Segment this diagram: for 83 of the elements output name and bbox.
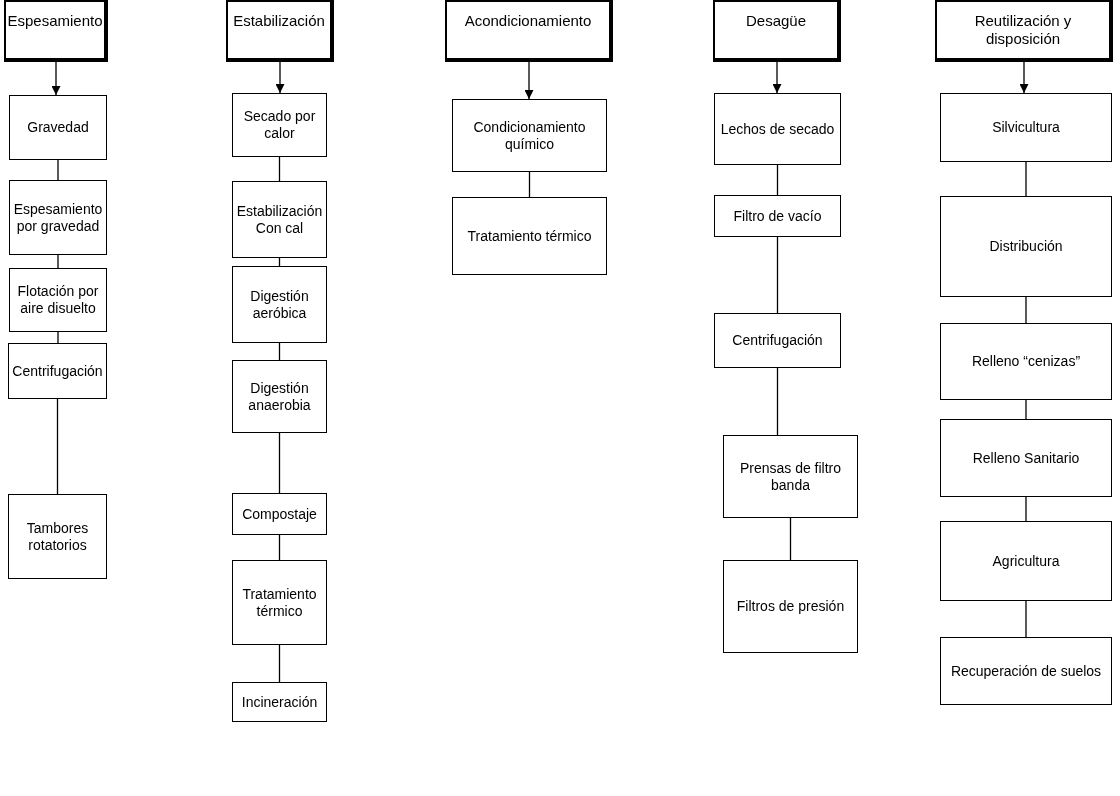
connector-line (57, 159, 59, 181)
connector-line (776, 367, 779, 436)
process-box (232, 93, 327, 157)
process-box (232, 360, 327, 433)
connector-line (56, 398, 59, 495)
stage-header-box (713, 0, 841, 62)
process-box (940, 521, 1112, 601)
connector-line (776, 236, 779, 314)
connector-line (278, 432, 281, 494)
box-label: Estabilización Con cal (235, 202, 324, 237)
box-label: Tratamiento térmico (467, 227, 592, 245)
box-label: Centrifugación (732, 332, 823, 349)
process-box (232, 181, 327, 258)
box-label: Filtro de vacío (733, 207, 822, 225)
box-label: Digestión aeróbica (249, 287, 310, 322)
connector-line (528, 171, 531, 198)
stage-header-box (445, 0, 613, 62)
box-label: Tratamiento térmico (241, 585, 318, 620)
box-label: Reutilización y disposición (973, 12, 1073, 48)
process-box (723, 560, 858, 653)
box-label: Filtros de presión (736, 598, 845, 615)
process-box (232, 682, 327, 722)
box-label: Secado por calor (242, 108, 317, 142)
arrow (772, 61, 782, 94)
box-label: Flotación por aire disuelto (16, 283, 100, 317)
process-box (940, 93, 1112, 162)
box-label: Incineración (241, 693, 318, 711)
box-label: Lechos de secado (720, 120, 835, 138)
process-box (9, 268, 107, 332)
connector-line (57, 331, 59, 344)
box-label: Desagüe (745, 12, 806, 30)
box-label: Tambores rotatorios (25, 519, 90, 554)
box-label: Digestión anaerobia (247, 379, 312, 414)
process-box (8, 494, 107, 579)
box-label: Prensas de filtro banda (738, 459, 843, 494)
process-box (940, 637, 1112, 705)
stage-header-box (226, 0, 334, 62)
process-box (714, 93, 841, 165)
box-label: Relleno Sanitario (972, 449, 1080, 467)
connector-line (1025, 399, 1027, 420)
stage-header-box (4, 0, 108, 62)
connector-line (1025, 161, 1027, 197)
connector-line (1025, 600, 1027, 638)
process-box (232, 560, 327, 645)
process-box (8, 343, 107, 399)
process-box (940, 323, 1112, 400)
connector-line (1025, 496, 1027, 522)
connector-line (278, 156, 281, 182)
box-label: Distribución (989, 238, 1063, 255)
arrow (275, 61, 285, 94)
box-label: Acondicionamiento (464, 12, 592, 30)
process-box (232, 266, 327, 343)
connector-line (1025, 296, 1027, 324)
connector-line (776, 164, 779, 196)
box-label: Agricultura (992, 552, 1060, 570)
process-box (714, 313, 841, 368)
process-box (9, 95, 107, 160)
process-box (723, 435, 858, 518)
process-box (232, 493, 327, 535)
box-label: Silvicultura (992, 119, 1060, 136)
box-label: Recuperación de suelos (950, 662, 1102, 680)
arrow (51, 61, 61, 96)
process-box (452, 99, 607, 172)
connector-line (57, 254, 59, 269)
box-label: Espesamiento por gravedad (12, 200, 104, 235)
box-label: Relleno “cenizas” (971, 353, 1081, 370)
box-label: Espesamiento (7, 12, 103, 30)
process-box (714, 195, 841, 237)
box-label: Compostaje (242, 505, 317, 523)
process-box (940, 419, 1112, 497)
process-box (9, 180, 107, 255)
box-label: Condicionamiento químico (472, 118, 587, 153)
process-box (452, 197, 607, 275)
arrow (1019, 61, 1029, 94)
box-label: Centrifugación (12, 362, 103, 380)
connector-line (278, 534, 281, 561)
connector-line (789, 517, 792, 561)
process-box (940, 196, 1112, 297)
connector-line (278, 644, 281, 683)
arrow (524, 61, 534, 100)
box-label: Gravedad (27, 119, 89, 136)
stage-header-box (935, 0, 1113, 62)
box-label: Estabilización (233, 12, 325, 30)
